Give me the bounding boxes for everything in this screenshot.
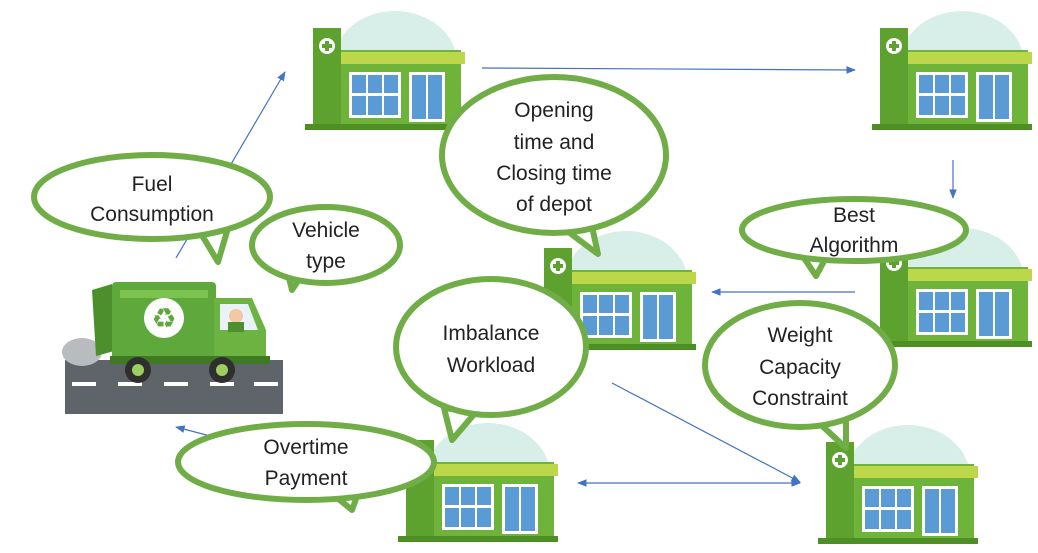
callout-overtime-payment: Overtime Payment bbox=[175, 421, 437, 513]
callout-text: Fuel bbox=[132, 173, 173, 196]
svg-text:♻: ♻ bbox=[151, 302, 176, 335]
garbage-truck-icon: ♻ bbox=[62, 278, 283, 414]
arrow-middle-to-bottom-right bbox=[611, 382, 801, 483]
callout-text: Workload bbox=[447, 354, 535, 377]
callout-text: Weight bbox=[768, 324, 833, 347]
callout-text: Payment bbox=[265, 467, 348, 490]
callout-text: Vehicle bbox=[292, 219, 360, 242]
depot-building-icon bbox=[305, 11, 465, 130]
callout-text: Constraint bbox=[752, 387, 848, 410]
arrow-top-depots bbox=[481, 66, 856, 74]
callout-text: Best bbox=[833, 204, 875, 227]
callout-text: Closing time bbox=[496, 162, 612, 185]
depot-building-icon bbox=[398, 423, 558, 542]
callout-weight-capacity-constraint: Weight Capacity Constraint bbox=[702, 300, 898, 451]
recycle-icon: ♻ bbox=[144, 298, 184, 338]
callout-text: Capacity bbox=[759, 356, 841, 379]
callout-text: Overtime bbox=[263, 436, 348, 459]
callout-best-algorithm: Best Algorithm bbox=[739, 196, 969, 279]
callout-vehicle-type: Vehicle type bbox=[249, 204, 403, 293]
callout-text: of depot bbox=[516, 193, 592, 216]
callout-text: type bbox=[306, 250, 346, 273]
depot-building-icon bbox=[872, 11, 1032, 130]
callout-text: time and bbox=[514, 131, 595, 154]
callout-text: Opening bbox=[514, 99, 593, 122]
callout-text: Algorithm bbox=[810, 234, 899, 257]
callout-fuel-consumption: Fuel Consumption bbox=[31, 152, 273, 265]
callout-text: Consumption bbox=[90, 203, 214, 226]
callout-imbalance-workload: Imbalance Workload bbox=[393, 276, 589, 443]
callout-opening-closing-time: Opening time and Closing time of depot bbox=[439, 74, 669, 257]
callout-text: Imbalance bbox=[443, 322, 540, 345]
